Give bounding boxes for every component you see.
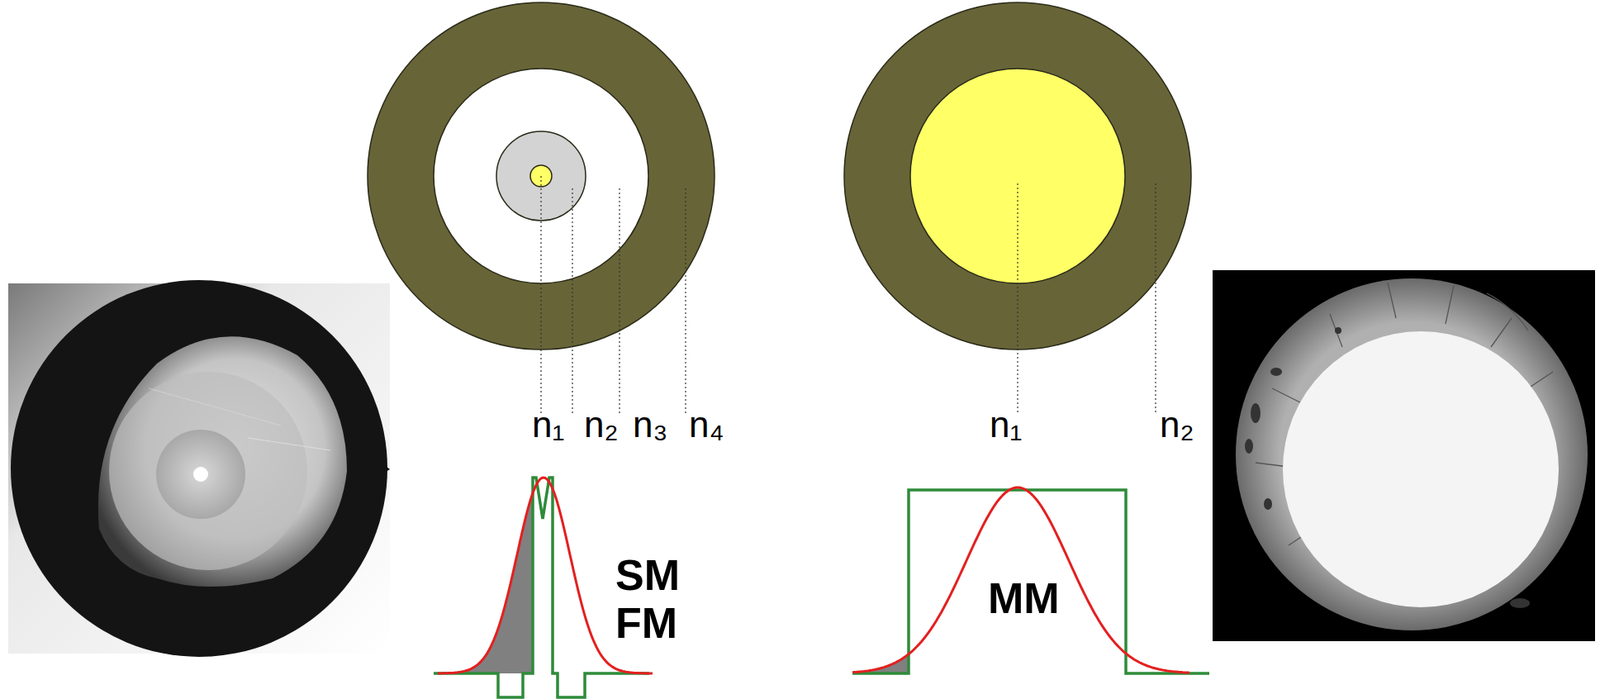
leader-line (541, 175, 686, 414)
refractive-index-label: n₂ (1159, 403, 1195, 447)
leader-line (1017, 183, 1156, 414)
refractive-index-label: n₁ (531, 403, 565, 447)
mm-index-profile (852, 487, 1210, 674)
refractive-index-label: n₄ (688, 403, 724, 447)
sm-fiber-photo (8, 280, 390, 657)
fiber-type-label: SM FM (615, 550, 698, 647)
mm-fiber-cross-section (844, 2, 1192, 414)
sm-fiber-cross-section (367, 2, 715, 414)
refractive-index-label: n₁ (989, 403, 1022, 447)
refractive-index-label: n₃ (632, 403, 668, 447)
fiber-type-label: MM (987, 574, 1071, 622)
refractive-index-label: n₂ (583, 403, 619, 447)
mm-fiber-photo (1212, 270, 1596, 641)
